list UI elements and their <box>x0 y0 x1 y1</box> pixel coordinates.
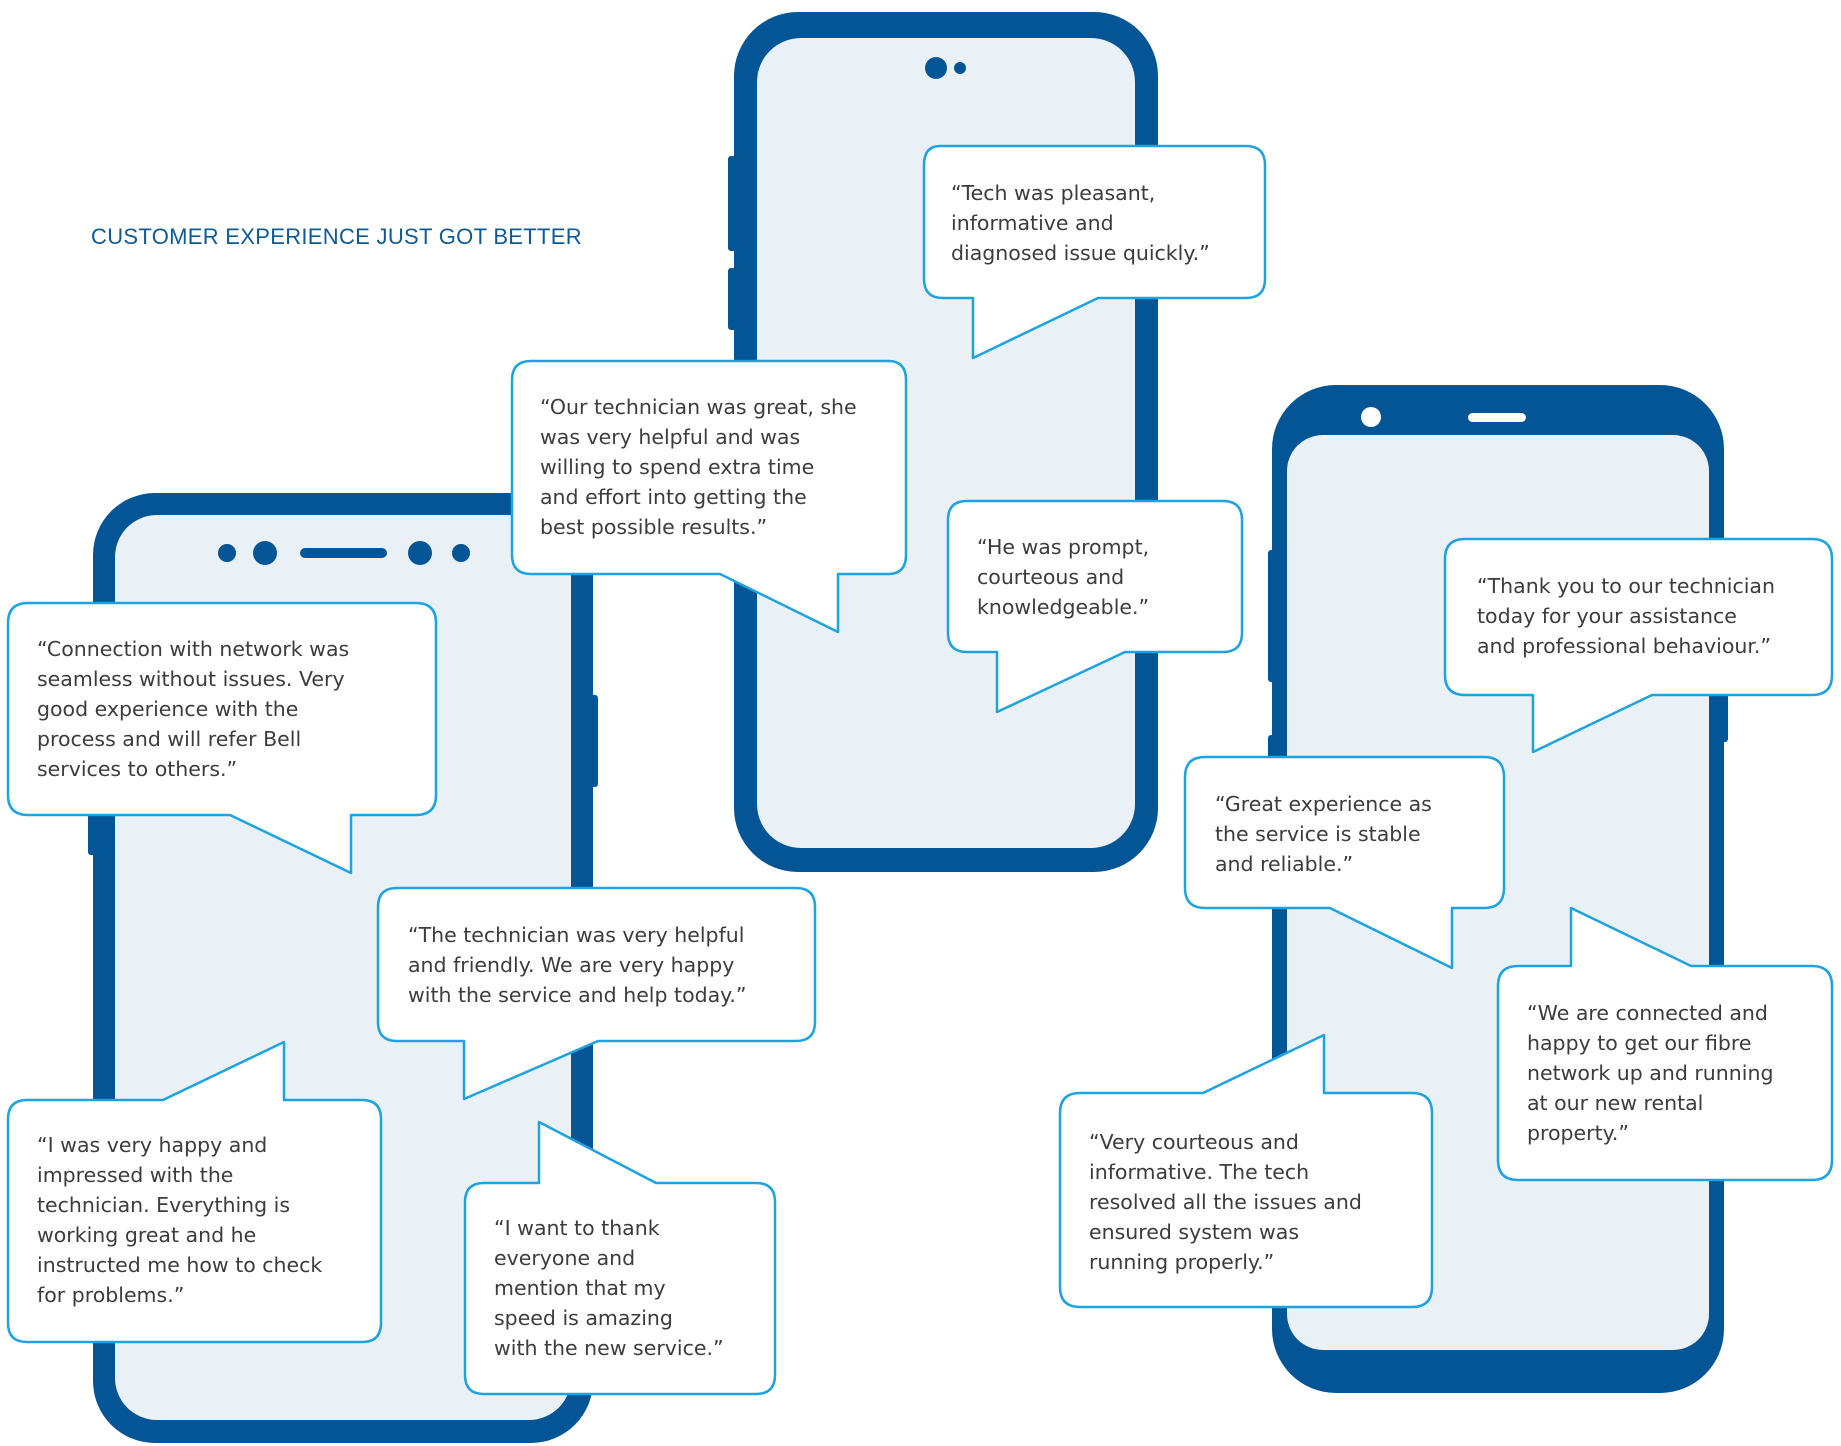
speech-bubble <box>376 886 817 1101</box>
speech-bubble <box>1496 906 1834 1182</box>
testimonial-quote: “He was prompt, courteous and knowledgea… <box>977 535 1150 619</box>
testimonial-quote: “I was very happy and impressed with the… <box>37 1133 323 1307</box>
testimonial-quote: “I want to thank everyone and mention th… <box>494 1216 724 1360</box>
speech-bubble <box>463 1120 777 1396</box>
testimonial-quote: “The technician was very helpful and fri… <box>408 923 747 1007</box>
speech-bubble <box>1058 1033 1434 1309</box>
speech-bubble <box>1443 537 1834 754</box>
camera-icon <box>1361 407 1381 427</box>
camera-icon <box>218 544 236 562</box>
testimonial-quote: “Connection with network was seamless wi… <box>37 637 350 781</box>
camera-icon <box>408 541 432 565</box>
camera-icon <box>452 544 470 562</box>
testimonial-quote: “We are connected and happy to get our f… <box>1527 1001 1774 1145</box>
testimonial-quote: “Our technician was great, she was very … <box>540 395 857 539</box>
speaker-icon <box>300 548 387 558</box>
testimonial-quote: “Very courteous and informative. The tec… <box>1089 1130 1362 1274</box>
speech-bubble <box>6 601 438 875</box>
testimonial-quote: “Tech was pleasant, informative and diag… <box>951 181 1210 265</box>
sensor-icon <box>954 62 966 74</box>
speech-bubble <box>510 359 908 634</box>
testimonial-quote: “Great experience as the service is stab… <box>1215 792 1432 876</box>
speaker-icon <box>1468 413 1526 422</box>
speech-bubble <box>946 499 1244 714</box>
speech-bubble <box>1183 755 1506 970</box>
speech-bubble <box>6 1040 383 1344</box>
camera-icon <box>253 541 277 565</box>
camera-icon <box>925 57 947 79</box>
speech-bubble <box>922 144 1267 360</box>
testimonial-quote: “Thank you to our technician today for y… <box>1477 574 1775 658</box>
page-title: CUSTOMER EXPERIENCE JUST GOT BETTER <box>91 224 582 249</box>
